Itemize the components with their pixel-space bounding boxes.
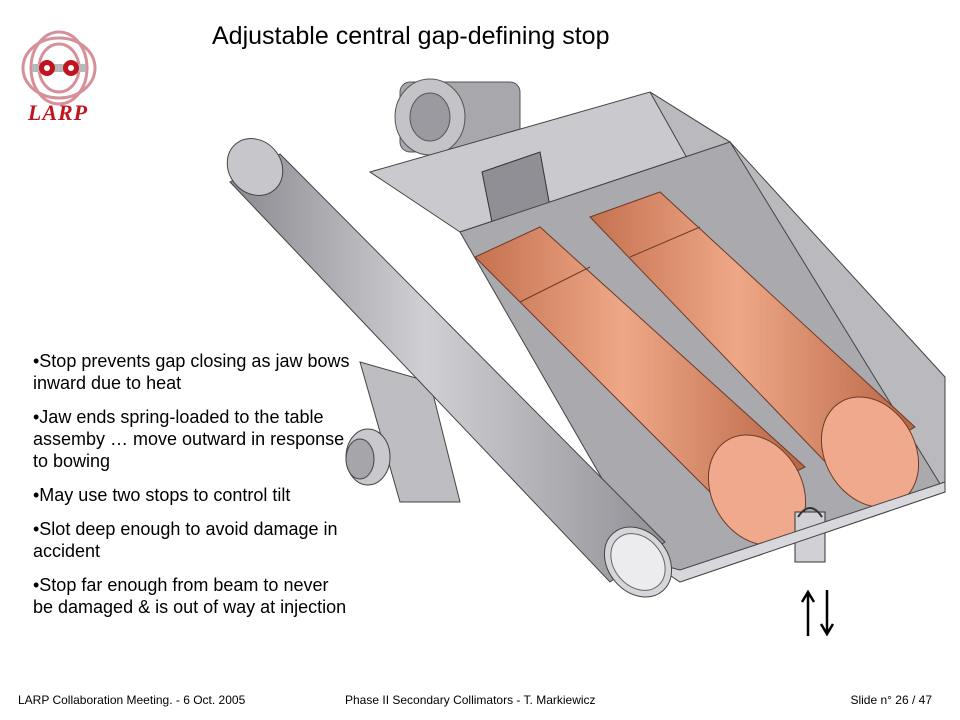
bullet-item: •Slot deep enough to avoid damage in acc… (33, 519, 338, 561)
logo-text: LARP (27, 100, 89, 125)
slide-title: Adjustable central gap-defining stop (212, 22, 610, 50)
stop-assembly-drawing (226, 78, 946, 598)
bullet-item: •May use two stops to control tilt (33, 485, 291, 505)
beam-tube (226, 138, 673, 598)
larp-logo-icon (21, 30, 97, 106)
bullet-item: •Jaw ends spring-loaded to the table ass… (33, 407, 345, 471)
side-bracket (345, 361, 461, 503)
copper-jaw-left (474, 226, 807, 546)
bullet-item: •Stop prevents gap closing as jaw bows i… (33, 351, 350, 393)
footer-topic: Phase II Secondary Collimators - T. Mark… (345, 693, 596, 707)
bullet-list: •Stop prevents gap closing as jaw bows i… (33, 350, 351, 630)
copper-jaw-right (589, 191, 920, 508)
up-down-arrows-icon (800, 589, 835, 637)
box-front-lip (649, 481, 946, 583)
bullet-item: •Stop far enough from beam to never be d… (33, 575, 347, 617)
footer-slide-number: Slide n° 26 / 47 (850, 693, 932, 707)
footer-meeting: LARP Collaboration Meeting. - 6 Oct. 200… (18, 693, 246, 707)
